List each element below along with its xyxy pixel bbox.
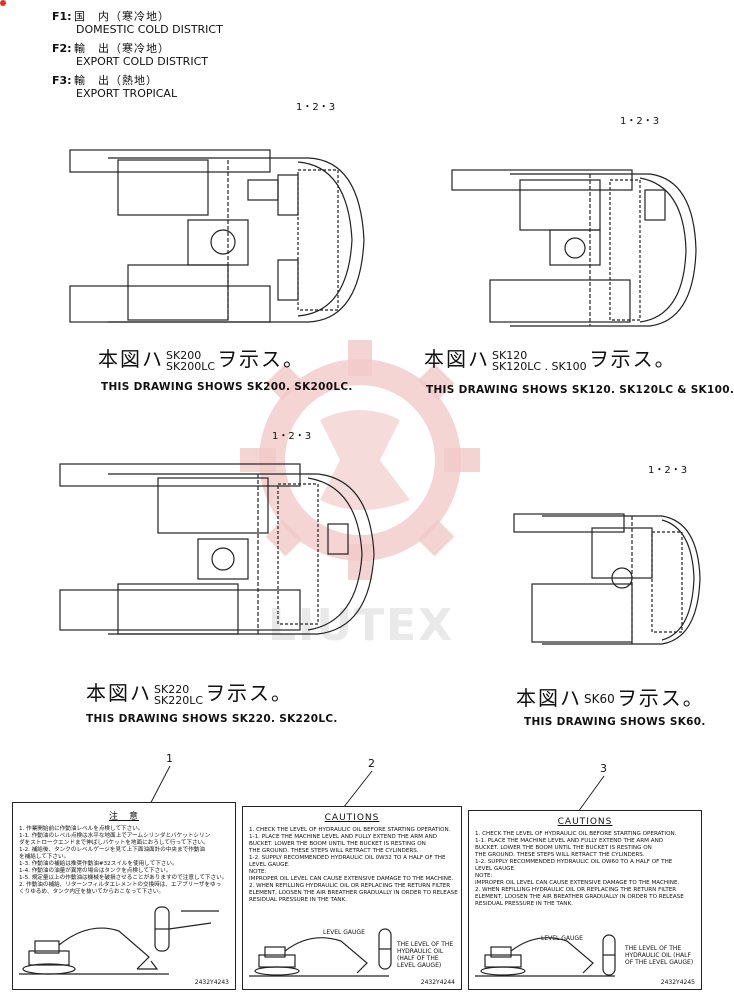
- ref-label-sk220: 1・2・3: [272, 431, 312, 442]
- level-gauge-icon: [602, 934, 616, 976]
- legend-f3: F3:輸 出（熱地） EXPORT TROPICAL: [52, 74, 178, 100]
- label-number-2: 2: [368, 757, 375, 770]
- caption-en-sk120: THIS DRAWING SHOWS SK120. SK120LC & SK10…: [426, 384, 734, 396]
- label-number-3: 3: [600, 762, 607, 775]
- caution-label-1: 注 意 1. 作業開始前に作動油レベルを点検して下さい。 1-1. 作動油のレベ…: [12, 802, 236, 990]
- label-code: 2432Y4245: [660, 979, 695, 986]
- ref-label-sk60: 1・2・3: [648, 465, 688, 476]
- legend-f2: F2:輸 出（寒冷地） EXPORT COLD DISTRICT: [52, 42, 208, 68]
- label-body: 1. CHECK THE LEVEL OF HYDRAULIC OIL BEFO…: [249, 827, 458, 903]
- label-code: 2432Y4243: [194, 979, 229, 986]
- label-title: 注 意: [108, 812, 139, 822]
- plan-drawing-sk60: [513, 513, 701, 645]
- label-number-1: 1: [166, 752, 173, 765]
- excavator-illustration: [475, 937, 615, 977]
- model-stack: SK60: [584, 692, 615, 706]
- label-code: 2432Y4244: [420, 979, 455, 986]
- ref-label-sk200: 1・2・3: [296, 102, 336, 113]
- caution-label-3: CAUTIONS 1. CHECK THE LEVEL OF HYDRAULIC…: [468, 810, 702, 990]
- plan-drawing-sk220: [59, 463, 375, 635]
- label-title: CAUTIONS: [557, 817, 613, 827]
- plan-drawing-sk120: [451, 169, 697, 327]
- gauge-label: LEVEL GAUGE: [541, 935, 583, 942]
- caption-en-sk60: THIS DRAWING SHOWS SK60.: [524, 716, 706, 728]
- gauge-label: LEVEL GAUGE: [323, 929, 365, 936]
- label-body: 1. 作業開始前に作動油レベルを点検して下さい。 1-1. 作動油のレベル点検は…: [19, 826, 228, 895]
- legend: F1:国 内（寒冷地） DOMESTIC COLD DISTRICT F2:輸 …: [52, 10, 223, 106]
- gauge-note: THE LEVEL OF THE HYDRAULIC OIL (HALF OF …: [397, 941, 454, 969]
- ref-label-sk120: 1・2・3: [620, 116, 660, 127]
- caution-label-2: CAUTIONS 1. CHECK THE LEVEL OF HYDRAULIC…: [242, 806, 462, 990]
- excavator-illustration: [249, 937, 389, 977]
- caption-en-sk200: THIS DRAWING SHOWS SK200. SK200LC.: [101, 381, 353, 393]
- label-title: CAUTIONS: [324, 813, 380, 823]
- caption-en-sk220: THIS DRAWING SHOWS SK220. SK220LC.: [86, 713, 338, 725]
- legend-f1: F1:国 内（寒冷地） DOMESTIC COLD DISTRICT: [52, 10, 223, 36]
- plan-drawing-sk200: [69, 149, 365, 323]
- level-gauge-icon: [378, 928, 392, 970]
- level-gauge-illustration: [154, 906, 219, 952]
- corner-mark: [0, 0, 6, 6]
- excavator-illustration: [19, 927, 169, 975]
- label-body: 1. CHECK THE LEVEL OF HYDRAULIC OIL BEFO…: [475, 831, 684, 907]
- gauge-note: THE LEVEL OF THE HYDRAULIC OIL (HALF OF …: [625, 945, 694, 966]
